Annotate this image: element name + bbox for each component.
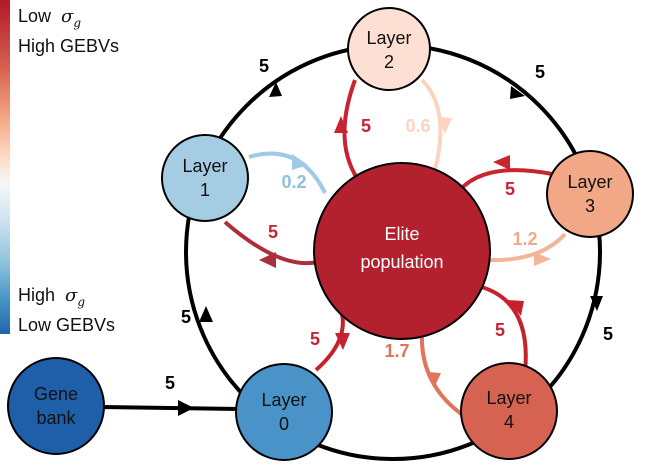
legend-top-line2: High GEBVs [18, 36, 119, 56]
edge-elite-layer3-arrow [493, 155, 510, 170]
node-layer3-line2: 3 [585, 196, 595, 216]
legend-color-bar [0, 0, 10, 334]
label-layer4-elite: 1.7 [384, 341, 409, 361]
node-layer1-line2: 1 [200, 180, 210, 200]
edge-elite-layer4-arrow [508, 300, 524, 316]
legend-bottom-line1: High σg [18, 285, 85, 309]
node-gene-bank: Gene bank [7, 357, 105, 455]
label-layer3-elite: 1.2 [512, 229, 537, 249]
node-elite-line1: Elite [384, 224, 419, 244]
edge-layer1-layer2-arrow [269, 82, 282, 97]
edge-elite-layer4 [477, 284, 528, 373]
edge-layer1-elite-arrow [292, 154, 308, 170]
edge-genebank-layer0-arrow [178, 400, 194, 416]
node-layer2-line1: Layer [366, 28, 411, 48]
edge-elite-layer2-arrow [334, 116, 348, 133]
label-elite-layer3: 5 [505, 179, 515, 199]
node-genebank-line2: bank [36, 408, 76, 428]
node-layer1-line1: Layer [182, 156, 227, 176]
edge-elite-layer0-arrow [335, 333, 350, 350]
node-layer0: Layer 0 [235, 363, 333, 461]
node-layer3-line1: Layer [567, 172, 612, 192]
edge-genebank-layer0 [99, 405, 241, 411]
edge-layer2-elite-arrow [438, 117, 452, 134]
node-layer2: Layer 2 [347, 7, 431, 91]
label-layer2-layer3: 5 [535, 62, 545, 82]
node-layer1: Layer 1 [161, 134, 249, 222]
node-layer3: Layer 3 [546, 150, 634, 238]
legend-bottom-line2: Low GEBVs [18, 315, 115, 335]
label-layer0-layer1: 5 [181, 307, 191, 327]
node-layer2-line2: 2 [384, 52, 394, 72]
node-genebank-line1: Gene [34, 384, 78, 404]
edge-elite-layer2 [342, 79, 359, 180]
edge-layer2-layer3-arrow [510, 86, 525, 99]
label-elite-layer1: 5 [268, 222, 278, 242]
node-layer0-line2: 0 [279, 414, 289, 434]
label-elite-layer0: 5 [310, 329, 320, 349]
label-elite-layer2: 5 [361, 116, 371, 136]
label-layer1-elite: 0.2 [281, 172, 306, 192]
node-layer0-line1: Layer [261, 390, 306, 410]
label-layer3-layer4: 5 [603, 324, 613, 344]
edge-layer3-layer4-arrow [590, 296, 603, 311]
node-layer4: Layer 4 [460, 362, 558, 460]
node-layer4-line2: 4 [504, 412, 514, 432]
label-genebank-layer0: 5 [165, 373, 175, 393]
edge-elite-layer3 [453, 168, 553, 198]
edge-layer4-elite-arrow [427, 372, 441, 388]
label-layer1-layer2: 5 [259, 56, 269, 76]
node-elite-line2: population [360, 252, 443, 272]
label-elite-layer4: 5 [495, 320, 505, 340]
edge-layer0-layer1-arrow [199, 306, 213, 322]
node-layer4-line1: Layer [486, 388, 531, 408]
node-elite-population: Elite population [313, 162, 491, 340]
legend-top-line1: Low σg [18, 6, 81, 30]
label-layer2-elite: 0.6 [405, 116, 430, 136]
edge-elite-layer1-arrow [259, 252, 276, 268]
edge-layer3-elite-arrow [534, 252, 551, 266]
edge-layer3-elite [485, 232, 567, 263]
